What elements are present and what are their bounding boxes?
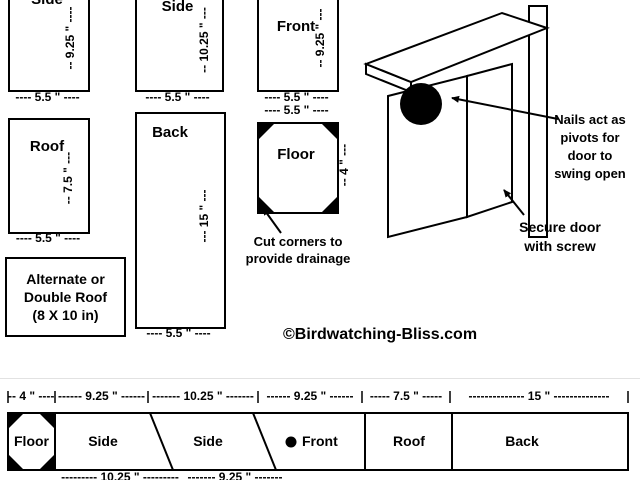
alternate-roof-label: Alternate or Double Roof (8 X 10 in) bbox=[24, 270, 107, 324]
strip-bottom-dim-1: --------- 10.25 " --------- bbox=[61, 470, 179, 480]
nails-note-line3: door to bbox=[567, 148, 613, 163]
alternate-roof-line1: Alternate or bbox=[26, 271, 105, 287]
panel-floor-label: Floor bbox=[277, 146, 315, 163]
panel-side-1 bbox=[8, 0, 90, 92]
mounting-post bbox=[528, 5, 548, 238]
nails-pivot-note: Nails act as pivots for door to swing op… bbox=[540, 111, 640, 183]
panel-back bbox=[135, 112, 226, 329]
front-height-dimension: -- 9.25 " --- bbox=[313, 8, 327, 68]
nails-note-line1: Nails act as bbox=[554, 112, 626, 127]
dimension-ticks bbox=[7, 391, 629, 403]
strip-cell-side1: Side bbox=[88, 433, 118, 449]
side-2-height-dimension: -- 10.25 " --- bbox=[197, 7, 211, 73]
panel-side-2-label: Side bbox=[161, 0, 194, 15]
side-1-height-dimension: -- 9.25 " ---- bbox=[63, 6, 77, 70]
back-height-dimension: --- 15 " --- bbox=[197, 189, 211, 243]
strip-cell-floor: Floor bbox=[14, 433, 49, 449]
strip-dim-back: -------------- 15 " -------------- bbox=[468, 389, 610, 403]
strip-dim-side2: ------- 10.25 " ------- bbox=[152, 389, 254, 403]
alternate-roof-line2: Double Roof bbox=[23, 289, 108, 305]
nails-pivot-arrow bbox=[451, 95, 559, 120]
secure-door-note: Secure door with screw bbox=[494, 218, 626, 256]
panel-alternate-roof: Alternate or Double Roof (8 X 10 in) bbox=[5, 257, 126, 337]
strip-dim-roof: ----- 7.5 " ----- bbox=[369, 389, 443, 403]
section-divider bbox=[0, 378, 640, 379]
cutting-layout-strip bbox=[7, 391, 629, 471]
strip-bottom-dim-2: ------- 9.25 " ------- bbox=[187, 470, 283, 480]
side-2-width-dimension: ---- 5.5 " ---- bbox=[145, 90, 210, 104]
roof-height-dimension: -- 7.5 " --- bbox=[61, 151, 75, 205]
front-width-dimension: ---- 5.5 " ---- bbox=[264, 90, 329, 104]
back-width-dimension: ---- 5.5 " ---- bbox=[146, 326, 211, 340]
strip-cell-front: Front bbox=[302, 433, 338, 449]
nails-note-line4: swing open bbox=[554, 166, 626, 181]
panel-front-label: Front bbox=[276, 18, 316, 35]
strip-dim-side1: ------ 9.25 " ------ bbox=[58, 389, 145, 403]
cut-corners-note-line2: provide drainage bbox=[245, 251, 351, 266]
floor-cut-corner-tr bbox=[322, 124, 337, 139]
copyright-text: ©Birdwatching-Bliss.com bbox=[283, 326, 478, 343]
roof-width-dimension: ---- 5.5 " ---- bbox=[15, 231, 81, 245]
floor-width-dimension: ---- 5.5 " ---- bbox=[264, 103, 329, 117]
panel-side-2 bbox=[135, 0, 224, 92]
side-1-width-dimension: ---- 5.5 " ---- bbox=[15, 90, 80, 104]
strip-dim-floor: -- 4 " ----- bbox=[8, 389, 55, 403]
strip-cell-side2: Side bbox=[193, 433, 223, 449]
floor-cut-corner-tl bbox=[259, 124, 274, 139]
panel-back-label: Back bbox=[152, 124, 188, 141]
secure-door-line2: with screw bbox=[524, 238, 596, 254]
panel-front bbox=[257, 0, 339, 92]
floor-height-dimension: -- 4 " --- bbox=[337, 143, 351, 187]
strip-dim-front: ------ 9.25 " ------ bbox=[266, 389, 354, 403]
cut-corners-arrow bbox=[262, 207, 282, 234]
panel-side-1-label: Side bbox=[8, 0, 86, 8]
birdhouse-side-face bbox=[466, 62, 513, 219]
strip-cell-roof: Roof bbox=[393, 433, 425, 449]
roof-top-face bbox=[363, 11, 550, 84]
strip-outline bbox=[7, 412, 629, 471]
panel-roof-label: Roof bbox=[29, 138, 65, 155]
birdhouse-illustration bbox=[363, 5, 559, 239]
cut-corners-arrow-svg bbox=[262, 207, 282, 234]
panel-roof bbox=[8, 118, 90, 234]
secure-door-line1: Secure door bbox=[519, 219, 601, 235]
strip-floor-corner-marks bbox=[9, 414, 54, 469]
nails-note-line2: pivots for bbox=[560, 130, 620, 145]
alternate-roof-line3: (8 X 10 in) bbox=[32, 307, 99, 323]
secure-door-arrow bbox=[503, 189, 525, 216]
entrance-hole bbox=[400, 83, 442, 125]
panel-floor bbox=[257, 122, 339, 214]
cut-corners-note: Cut corners to provide drainage bbox=[228, 233, 368, 267]
cut-corners-note-line1: Cut corners to bbox=[253, 234, 343, 249]
strip-cell-back: Back bbox=[505, 433, 539, 449]
strip-front-hole-marker bbox=[285, 436, 297, 448]
